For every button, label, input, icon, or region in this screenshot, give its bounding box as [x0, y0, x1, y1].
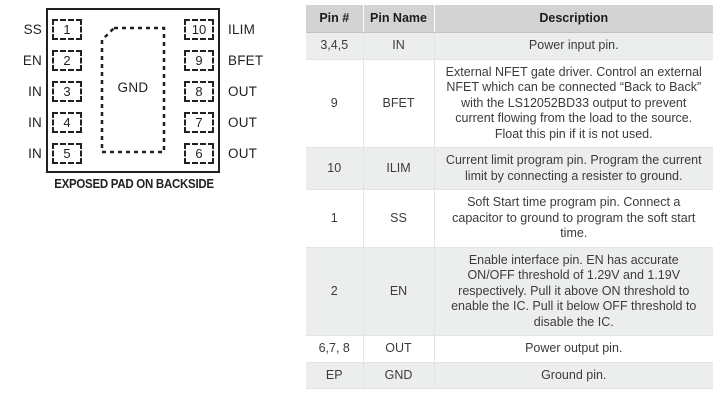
pad-10: 10 [184, 19, 214, 40]
pin-label-out-6: OUT [228, 146, 258, 161]
cell-pin-name: OUT [363, 335, 435, 363]
cell-pin-name: SS [363, 189, 435, 248]
pin-description-table: Pin # Pin Name Description 3,4,5 IN Powe… [306, 5, 713, 389]
cell-pin-number: 6,7, 8 [306, 335, 364, 363]
table-row: 6,7, 8 OUT Power output pin. [306, 335, 713, 363]
table-header-row: Pin # Pin Name Description [306, 5, 713, 33]
table-row: 1 SS Soft Start time program pin. Connec… [306, 189, 713, 248]
column-header-pin-number: Pin # [306, 5, 364, 33]
pin-label-bfet: BFET [228, 53, 264, 68]
table-row: 9 BFET External NFET gate driver. Contro… [306, 59, 713, 148]
pad-6: 6 [184, 143, 214, 164]
cell-description: Ground pin. [434, 362, 713, 389]
cell-description: Soft Start time program pin. Connect a c… [434, 189, 713, 248]
column-header-pin-name: Pin Name [363, 5, 435, 33]
pad-2: 2 [52, 50, 82, 71]
cell-pin-name: IN [363, 32, 435, 60]
cell-pin-name: ILIM [363, 147, 435, 190]
cell-pin-number: 1 [306, 189, 364, 248]
cell-description: Power input pin. [434, 32, 713, 60]
pin-label-out-8: OUT [228, 84, 258, 99]
pin-label-en: EN [22, 53, 42, 68]
cell-pin-number: EP [306, 362, 364, 389]
pad-3: 3 [52, 81, 82, 102]
pad-7: 7 [184, 112, 214, 133]
pad-1: 1 [52, 19, 82, 40]
pin-label-out-7: OUT [228, 115, 258, 130]
pin-label-in-4: IN [28, 115, 42, 130]
table-row: 2 EN Enable interface pin. EN has accura… [306, 247, 713, 336]
pad-4: 4 [52, 112, 82, 133]
table-row: EP GND Ground pin. [306, 362, 713, 389]
table-row: 10 ILIM Current limit program pin. Progr… [306, 147, 713, 190]
column-header-description: Description [434, 5, 713, 33]
cell-pin-name: GND [363, 362, 435, 389]
pad-5: 5 [52, 143, 82, 164]
cell-pin-name: EN [363, 247, 435, 336]
pin-label-ilim: ILIM [228, 22, 256, 37]
cell-pin-number: 10 [306, 147, 364, 190]
exposed-pad-note: EXPOSED PAD ON BACKSIDE [54, 177, 214, 191]
cell-pin-number: 2 [306, 247, 364, 336]
pin-label-ss: SS [23, 22, 42, 37]
gnd-exposed-pad-shape [100, 26, 166, 154]
cell-description: Enable interface pin. EN has accurate ON… [434, 247, 713, 336]
pad-8: 8 [184, 81, 214, 102]
package-pinout-diagram: GND SS EN IN IN IN 1 2 3 4 5 10 9 8 7 6 … [0, 0, 296, 400]
gnd-pad-label: GND [117, 80, 149, 95]
cell-description: Current limit program pin. Program the c… [434, 147, 713, 190]
cell-description: External NFET gate driver. Control an ex… [434, 59, 713, 148]
cell-pin-number: 9 [306, 59, 364, 148]
pin-label-in-3: IN [28, 84, 42, 99]
table-row: 3,4,5 IN Power input pin. [306, 32, 713, 60]
pad-9: 9 [184, 50, 214, 71]
cell-pin-number: 3,4,5 [306, 32, 364, 60]
pin-label-in-5: IN [28, 146, 42, 161]
cell-description: Power output pin. [434, 335, 713, 363]
cell-pin-name: BFET [363, 59, 435, 148]
